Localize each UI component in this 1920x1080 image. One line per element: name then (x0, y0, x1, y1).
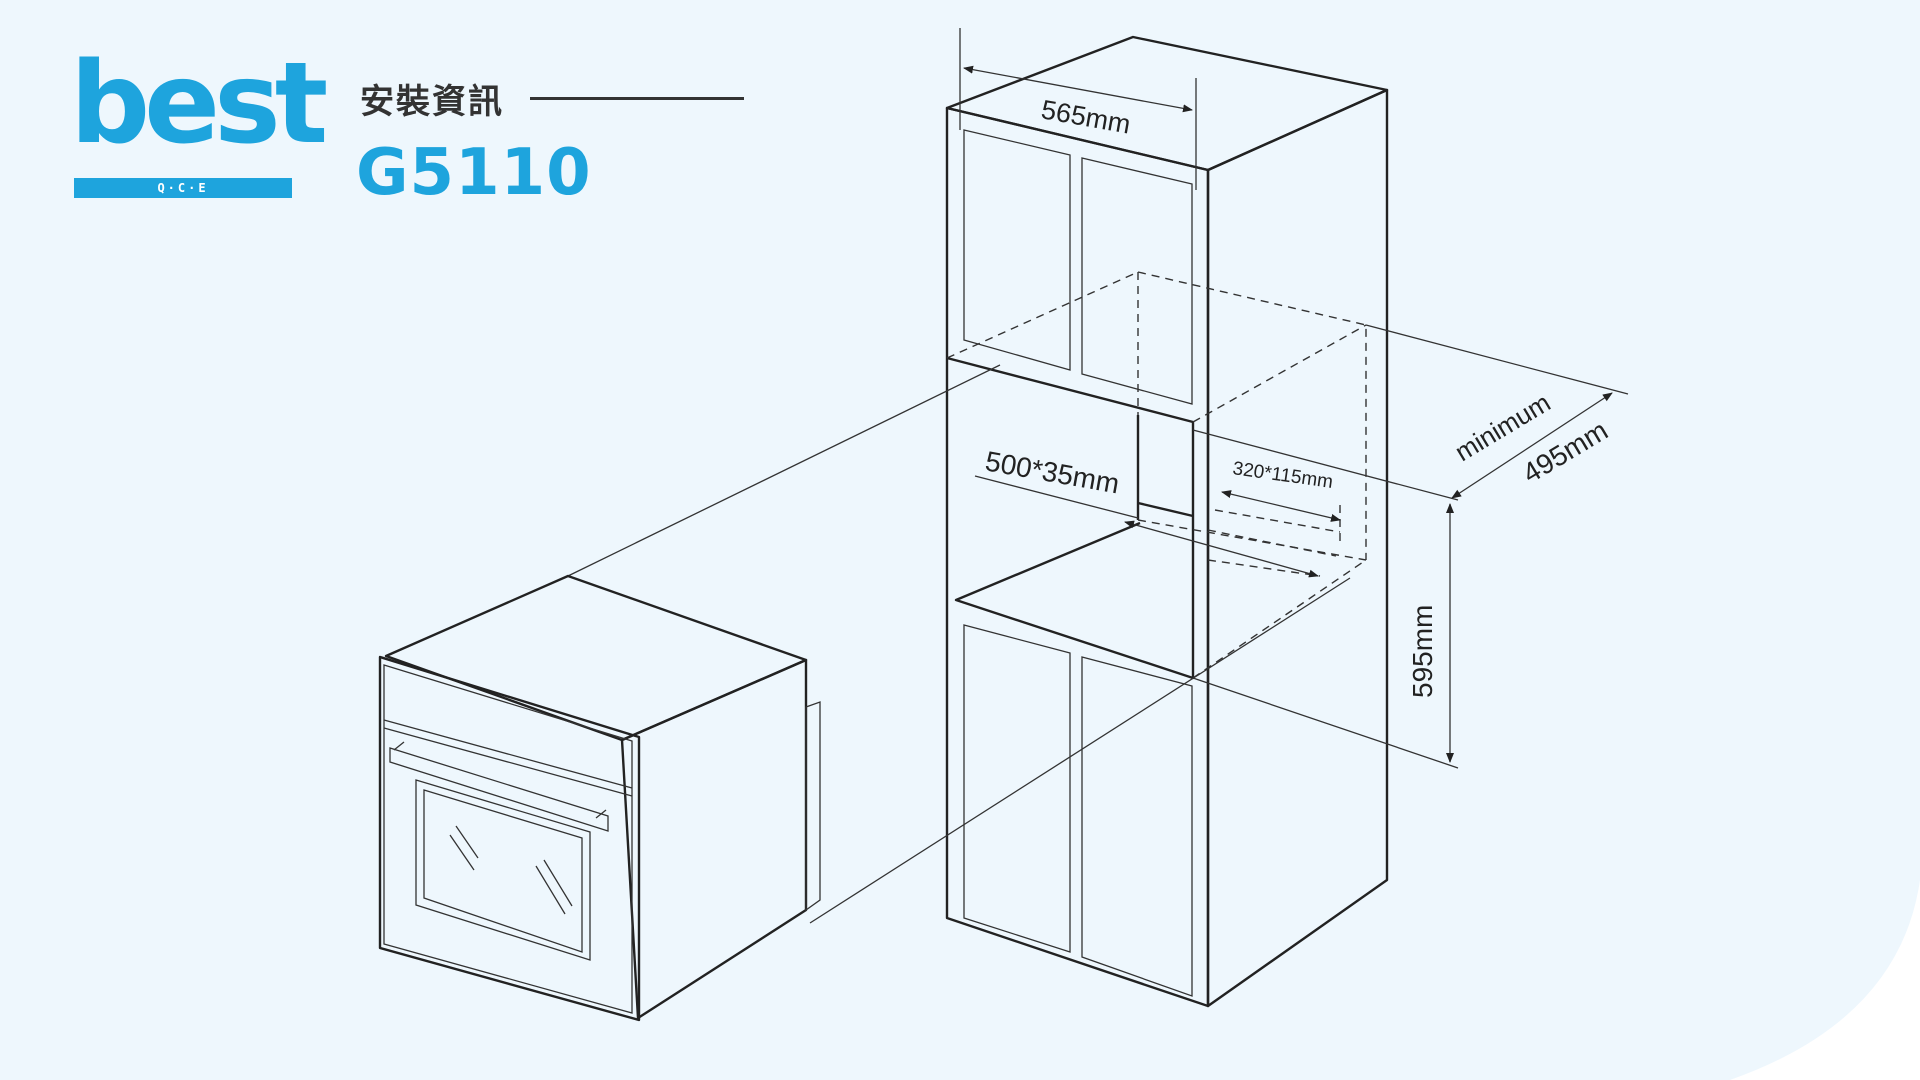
top-vent-label: 500*35mm (983, 445, 1122, 499)
logo-wordmark: best (70, 39, 328, 169)
bottom-vent-dimension: 320*115mm (1221, 458, 1341, 522)
title-rule (530, 97, 744, 100)
oven-unit (378, 574, 821, 1022)
cabinet-tower (945, 35, 1389, 1008)
model-number: G5110 (356, 136, 592, 210)
projection-lines (567, 364, 1351, 924)
logo-tagline-bar: Q·C·E (74, 178, 292, 198)
width-dimension: 565mm (959, 28, 1197, 190)
opening-height-label: 595mm (1407, 605, 1438, 698)
height-dimension: 595mm (1192, 503, 1459, 769)
logo-tagline: Q·C·E (157, 181, 209, 195)
page-title: 安裝資訊 (360, 82, 504, 122)
brand-logo: best Q·C·E (70, 48, 328, 200)
